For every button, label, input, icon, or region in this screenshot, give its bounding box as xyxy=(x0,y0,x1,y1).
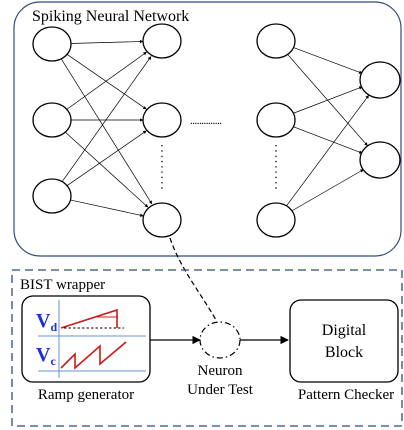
neuron-layer3-2 xyxy=(256,102,296,138)
connection-1-3 xyxy=(61,59,153,205)
neuron-layer3-1 xyxy=(256,23,296,59)
neuron-hidden-3 xyxy=(142,202,182,238)
neuron-output-1 xyxy=(359,61,401,99)
nut-label-line2: Under Test xyxy=(187,382,254,398)
connection-2-1 xyxy=(66,51,147,110)
vc-sawtooth-waveform xyxy=(60,341,127,370)
horizontal-ellipsis: .............. xyxy=(190,115,222,127)
vc-label: Vc xyxy=(36,344,56,368)
vd-label: Vd xyxy=(36,310,57,334)
ramp-generator-label: Ramp generator xyxy=(38,387,134,403)
connections-layer3-output xyxy=(286,46,369,212)
connection-1-1 xyxy=(69,39,144,44)
connection-3-2 xyxy=(291,169,364,212)
connections-layer1-layer2 xyxy=(61,39,153,217)
bist-title: BIST wrapper xyxy=(20,277,105,293)
neuron-under-test xyxy=(199,321,241,359)
connection-3-3 xyxy=(69,199,144,217)
nut-label-line1: Neuron xyxy=(198,363,243,379)
pattern-checker-label: Pattern Checker xyxy=(298,387,394,403)
ramp-generator-box xyxy=(21,295,151,383)
vd-ramp-waveform xyxy=(60,308,118,329)
snn-title: Spiking Neural Network xyxy=(32,8,189,25)
digital-block-line2: Block xyxy=(325,344,363,361)
connection-2-3 xyxy=(65,131,149,208)
connection-2-2 xyxy=(292,126,363,154)
connection-3-1 xyxy=(62,56,152,182)
connection-1-1 xyxy=(292,46,363,74)
digital-block-line1: Digital xyxy=(322,322,367,339)
neuron-input-1 xyxy=(32,26,72,62)
neuron-hidden-2 xyxy=(142,102,182,138)
ramp-waveforms: Vd Vc xyxy=(36,300,146,378)
connection-1-2 xyxy=(66,53,147,110)
neuron-hidden-1 xyxy=(142,23,182,59)
bist-wrapper-frame xyxy=(11,269,403,427)
connection-3-1 xyxy=(286,95,369,206)
neuron-layer3-3 xyxy=(256,202,296,238)
digital-block-box xyxy=(289,299,399,383)
neuron-output-2 xyxy=(359,141,401,179)
connection-3-2 xyxy=(66,130,147,187)
neuron-input-3 xyxy=(32,178,72,214)
snn-container xyxy=(13,1,402,257)
connection-2-1 xyxy=(292,86,363,114)
probe-link xyxy=(169,237,217,321)
neuron-input-2 xyxy=(32,102,72,138)
